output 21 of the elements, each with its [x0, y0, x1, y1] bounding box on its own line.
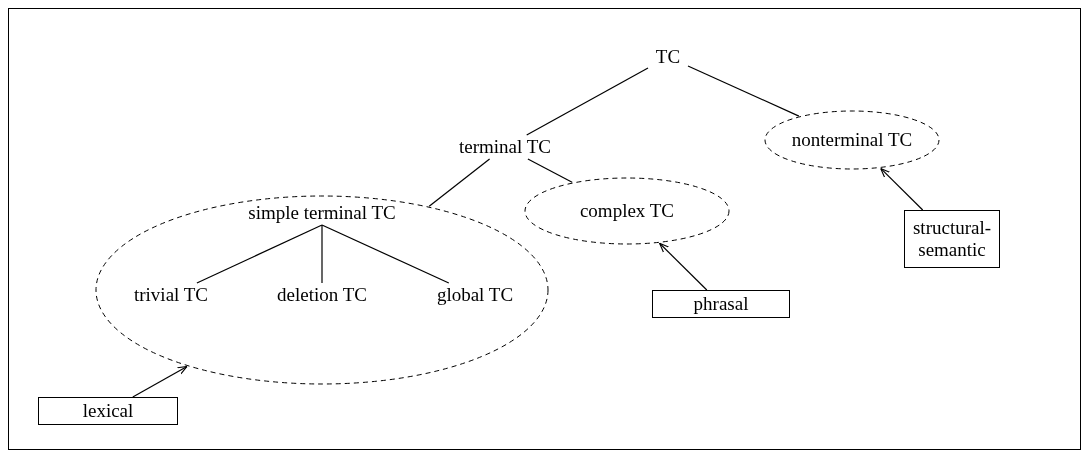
node-label: global TC [430, 283, 520, 307]
node-label: deletion TC [269, 283, 375, 307]
category-box: lexical [38, 397, 178, 425]
node-label: complex TC [578, 200, 676, 222]
tree-line [321, 224, 323, 284]
category-box: structural-semantic [904, 210, 1000, 268]
tree-line [196, 224, 323, 284]
tree-line [321, 224, 450, 284]
node-label: nonterminal TC [790, 129, 914, 151]
arrow [132, 365, 188, 398]
category-box: phrasal [652, 290, 790, 318]
arrow [659, 242, 708, 291]
tree-line [687, 65, 800, 117]
node-label: trivial TC [123, 283, 219, 307]
arrow [880, 167, 924, 211]
node-label: terminal TC [453, 135, 557, 159]
tree-line [526, 67, 649, 136]
tree-line [428, 158, 491, 207]
node-label: TC [648, 45, 688, 69]
tree-line [527, 158, 573, 183]
node-label: simple terminal TC [247, 202, 397, 224]
